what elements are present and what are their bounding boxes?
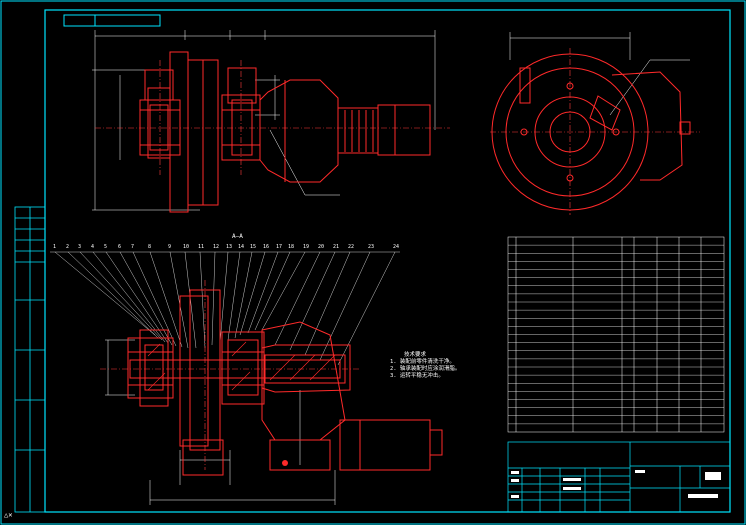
leader-number-9: 9: [168, 244, 172, 250]
tech-note-line-3: 3. 运转平稳无冲击。: [390, 373, 444, 379]
leader-number-13: 13: [226, 244, 233, 250]
leader-number-17: 17: [276, 244, 283, 250]
section-marker: [282, 460, 288, 466]
ucs-axis-icon: △✕: [4, 511, 13, 519]
leader-number-19: 19: [303, 244, 310, 250]
section-label: A—A: [232, 233, 243, 240]
leader-number-7: 7: [131, 244, 135, 250]
leader-number-3: 3: [78, 244, 82, 250]
section-view: [50, 251, 443, 505]
tech-notes-title: 技术要求: [404, 352, 427, 358]
drawing-code-box: [63, 14, 161, 27]
leader-number-21: 21: [333, 244, 340, 250]
leader-number-5: 5: [104, 244, 108, 250]
leader-number-14: 14: [238, 244, 245, 250]
leader-number-2: 2: [66, 244, 70, 250]
drawing-frame: [44, 9, 731, 513]
leader-number-20: 20: [318, 244, 325, 250]
leader-number-6: 6: [118, 244, 122, 250]
title-block-fills: [511, 470, 721, 498]
tech-notes: 技术要求 1. 装配前零件清洗干净。 2. 轴承装配时应涂润滑脂。 3. 运转平…: [390, 352, 460, 380]
leader-number-15: 15: [250, 244, 257, 250]
revision-strip: [14, 206, 46, 513]
tech-note-line-2: 2. 轴承装配时应涂润滑脂。: [390, 366, 461, 372]
leader-number-1: 1: [53, 244, 57, 250]
front-view: [92, 30, 450, 213]
end-view: [490, 32, 700, 215]
leader-number-22: 22: [348, 244, 355, 250]
leader-number-11: 11: [198, 244, 205, 250]
leader-number-8: 8: [148, 244, 152, 250]
leader-number-24: 24: [393, 244, 400, 250]
leader-number-18: 18: [288, 244, 295, 250]
bom-row-lines: [508, 244, 724, 425]
tech-note-line-1: 1. 装配前零件清洗干净。: [390, 359, 455, 365]
title-block: [507, 441, 731, 513]
leader-number-4: 4: [91, 244, 95, 250]
leader-number-12: 12: [213, 244, 220, 250]
leader-number-23: 23: [368, 244, 375, 250]
leader-number-10: 10: [183, 244, 190, 250]
leader-number-16: 16: [263, 244, 270, 250]
